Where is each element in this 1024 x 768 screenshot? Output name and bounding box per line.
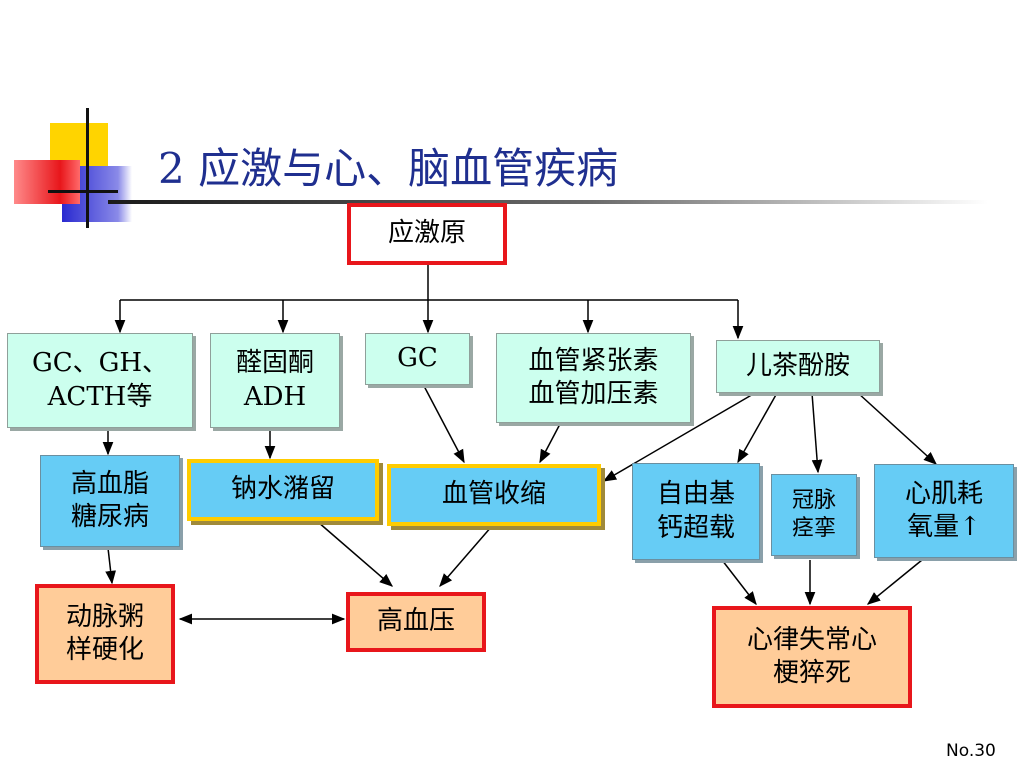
node-sodium-water-retention: 钠水潴留 xyxy=(187,459,379,521)
node-freeradical-line2: 钙超载 xyxy=(656,512,735,543)
node-catecholamine: 儿茶酚胺 xyxy=(716,340,880,393)
arrow-cate-to-oxygen xyxy=(857,392,937,465)
arrow-cate-to-spasm xyxy=(811,392,823,474)
slide-title: 2 应激与心、脑血管疾病 xyxy=(158,144,619,193)
node-athero-line2: 样硬化 xyxy=(65,635,144,665)
node-hyperlipidemia-diabetes: 高血脂 糖尿病 xyxy=(40,455,180,547)
node-angiotensin-line2: 血管加压素 xyxy=(528,379,659,409)
node-oxygen-line1: 心肌耗 xyxy=(904,478,983,509)
node-angiotensin-line1: 血管紧张素 xyxy=(528,345,659,376)
node-hypertension: 高血压 xyxy=(346,592,486,652)
arrow-angio-to-vaso xyxy=(539,423,561,464)
node-gc-gh-acth-line2: ACTH等 xyxy=(47,381,153,412)
node-lipid-line1: 高血脂 xyxy=(70,468,149,499)
node-death-line2: 梗猝死 xyxy=(772,658,851,688)
node-freeradical-line1: 自由基 xyxy=(656,479,735,510)
node-aldosterone-line2: ADH xyxy=(243,381,307,412)
deco-red-square xyxy=(14,160,80,204)
title-underline xyxy=(108,200,988,204)
node-oxygen-line2: 氧量↑ xyxy=(907,512,981,542)
page-number: No.30 xyxy=(946,741,996,761)
node-hypertension-label: 高血压 xyxy=(376,606,455,637)
arrow-freeradical-to-death xyxy=(721,559,757,606)
deco-horizontal-line xyxy=(48,190,118,193)
arrow-vaso-to-hyper xyxy=(439,525,493,588)
node-lipid-line2: 糖尿病 xyxy=(70,502,149,532)
node-death-line1: 心律失常心 xyxy=(746,624,877,655)
arrow-oxygen-to-death xyxy=(866,559,923,605)
arrow-cate-to-vaso xyxy=(602,392,756,482)
node-free-radical-calcium: 自由基 钙超载 xyxy=(632,463,760,560)
node-spasm-line1: 冠脉 xyxy=(791,487,836,513)
node-catecholamine-label: 儿茶酚胺 xyxy=(745,350,850,381)
arrow-sodium-to-hyper xyxy=(317,521,394,587)
node-stressor-label: 应激原 xyxy=(387,218,466,249)
deco-vertical-line xyxy=(86,108,89,228)
node-gc-gh-acth-line1: GC、GH、 xyxy=(31,348,169,379)
node-vaso-label: 血管收缩 xyxy=(441,479,546,510)
node-myocardial-oxygen: 心肌耗 氧量↑ xyxy=(874,464,1014,558)
node-aldosterone-adh: 醛固酮 ADH xyxy=(210,333,340,428)
node-spasm-line2: 痉挛 xyxy=(791,516,836,541)
node-stressor: 应激原 xyxy=(347,203,507,265)
node-aldosterone-line1: 醛固酮 xyxy=(235,348,314,379)
arrow-lipid-to-athero xyxy=(105,547,116,585)
node-gc-gh-acth: GC、GH、 ACTH等 xyxy=(7,333,193,428)
node-atherosclerosis: 动脉粥 样硬化 xyxy=(35,584,175,684)
node-coronary-spasm: 冠脉 痉挛 xyxy=(771,474,857,556)
node-sodium-label: 钠水潴留 xyxy=(230,474,335,505)
node-angiotensin-vasopressin: 血管紧张素 血管加压素 xyxy=(496,333,691,423)
node-gc-label: GC xyxy=(397,343,438,374)
node-athero-line1: 动脉粥 xyxy=(65,601,144,632)
arrow-cate-to-freeradical xyxy=(737,392,778,464)
node-gc: GC xyxy=(365,333,470,385)
node-arrhythmia-sudden-death: 心律失常心 梗猝死 xyxy=(712,606,912,708)
arrow-gc-to-vaso xyxy=(423,385,465,464)
node-vasoconstriction: 血管收缩 xyxy=(387,464,601,526)
